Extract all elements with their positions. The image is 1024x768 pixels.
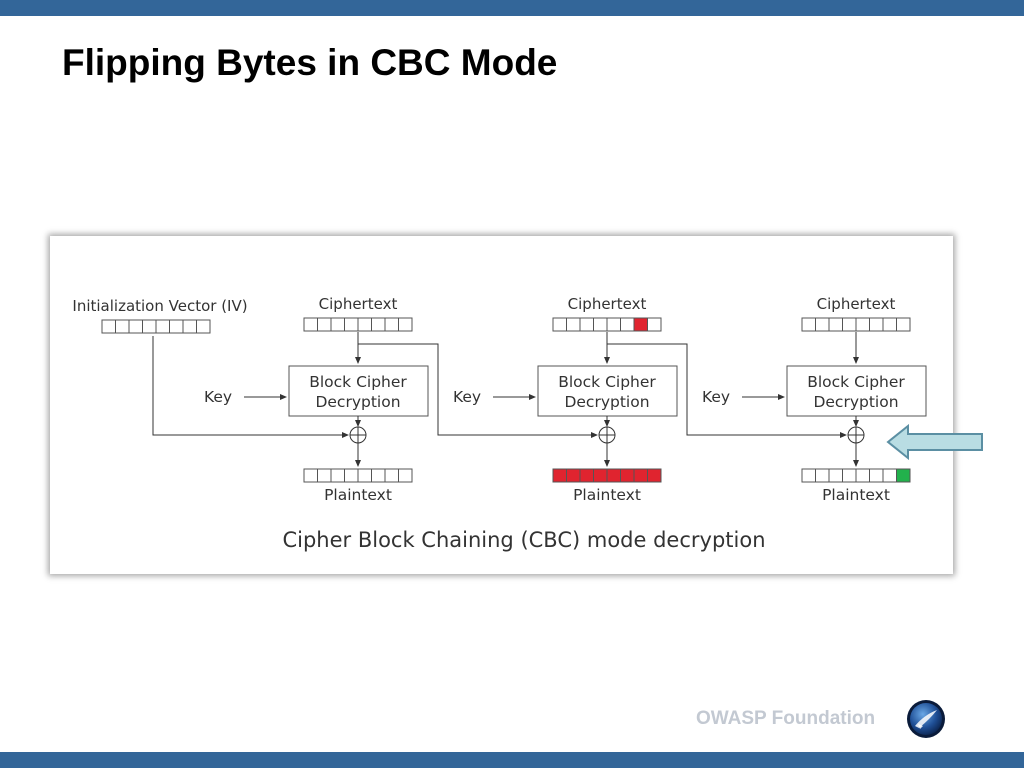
key-label: Key bbox=[204, 388, 232, 406]
plaintext-cells-2-cell bbox=[593, 468, 608, 483]
plaintext-cells-2-cell bbox=[606, 468, 621, 483]
ciphertext-cells-2-cell bbox=[566, 317, 581, 332]
ciphertext-label: Ciphertext bbox=[568, 295, 647, 313]
arrow-iv-to-xor bbox=[152, 336, 349, 438]
block-cipher-label: Block Cipher bbox=[309, 373, 407, 391]
plaintext-cells-3-cell bbox=[815, 468, 830, 483]
iv-cells-cell bbox=[169, 319, 184, 334]
ciphertext-cells-1-cell bbox=[344, 317, 359, 332]
ciphertext-cells-2-cell bbox=[593, 317, 608, 332]
block-cipher-label: Decryption bbox=[813, 393, 898, 411]
bottom-bar bbox=[0, 752, 1024, 768]
plaintext-cells-2-cell bbox=[552, 468, 567, 483]
ciphertext-cells-1-cell bbox=[371, 317, 386, 332]
plaintext-cells-3-cell bbox=[882, 468, 897, 483]
key-label: Key bbox=[702, 388, 730, 406]
arrow-ct1-to-xor2 bbox=[358, 343, 598, 438]
plaintext-label: Plaintext bbox=[573, 486, 641, 504]
plaintext-cells-2 bbox=[552, 468, 662, 483]
plaintext-cells-1-cell bbox=[330, 468, 345, 483]
xor-icon bbox=[847, 426, 865, 444]
ciphertext-cells-2-cell bbox=[552, 317, 567, 332]
ciphertext-cells-3-cell bbox=[896, 317, 911, 332]
plaintext-cells-1-cell bbox=[303, 468, 318, 483]
block-cipher-label: Decryption bbox=[315, 393, 400, 411]
ciphertext-cells-1-cell bbox=[357, 317, 372, 332]
ciphertext-cells-1-cell bbox=[330, 317, 345, 332]
iv-cells-cell bbox=[196, 319, 211, 334]
ciphertext-cells-3-cell bbox=[801, 317, 816, 332]
ciphertext-cells-2-cell bbox=[633, 317, 648, 332]
plaintext-cells-3-cell bbox=[801, 468, 816, 483]
xor-icon bbox=[349, 426, 367, 444]
top-bar bbox=[0, 0, 1024, 16]
plaintext-cells-2-cell bbox=[647, 468, 662, 483]
ciphertext-cells-2-cell bbox=[579, 317, 594, 332]
block-cipher-label: Block Cipher bbox=[807, 373, 905, 391]
ciphertext-cells-3-cell bbox=[828, 317, 843, 332]
diagram-caption: Cipher Block Chaining (CBC) mode decrypt… bbox=[282, 528, 765, 552]
iv-cells-cell bbox=[182, 319, 197, 334]
plaintext-cells-1-cell bbox=[384, 468, 399, 483]
ciphertext-cells-2-cell bbox=[647, 317, 662, 332]
plaintext-cells-3-cell bbox=[896, 468, 911, 483]
plaintext-cells-3-cell bbox=[869, 468, 884, 483]
iv-label: Initialization Vector (IV) bbox=[72, 297, 247, 315]
owasp-logo-icon bbox=[907, 700, 945, 738]
block-cipher-box bbox=[786, 365, 927, 417]
ciphertext-cells-3-cell bbox=[842, 317, 857, 332]
plaintext-cells-1-cell bbox=[371, 468, 386, 483]
ciphertext-cells-1 bbox=[303, 317, 413, 332]
plaintext-label: Plaintext bbox=[822, 486, 890, 504]
key-label: Key bbox=[453, 388, 481, 406]
block-cipher-label: Block Cipher bbox=[558, 373, 656, 391]
iv-cells-cell bbox=[155, 319, 170, 334]
plaintext-label: Plaintext bbox=[324, 486, 392, 504]
plaintext-cells-2-cell bbox=[620, 468, 635, 483]
plaintext-cells-2-cell bbox=[633, 468, 648, 483]
footer-owasp: OWASP Foundation bbox=[696, 708, 876, 729]
plaintext-cells-1-cell bbox=[317, 468, 332, 483]
plaintext-cells-3-cell bbox=[842, 468, 857, 483]
plaintext-cells-2-cell bbox=[579, 468, 594, 483]
iv-cells-cell bbox=[115, 319, 130, 334]
ciphertext-cells-3-cell bbox=[855, 317, 870, 332]
iv-cells-cell bbox=[142, 319, 157, 334]
ciphertext-cells-2-cell bbox=[606, 317, 621, 332]
xor-icon bbox=[598, 426, 616, 444]
ciphertext-cells-3-cell bbox=[815, 317, 830, 332]
cbc-diagram-svg: Initialization Vector (IV) CiphertextBloc… bbox=[72, 295, 927, 552]
plaintext-cells-3-cell bbox=[828, 468, 843, 483]
plaintext-cells-1 bbox=[303, 468, 413, 483]
iv-cells bbox=[101, 319, 211, 334]
ciphertext-cells-2 bbox=[552, 317, 662, 332]
ciphertext-cells-3-cell bbox=[869, 317, 884, 332]
ciphertext-cells-1-cell bbox=[398, 317, 413, 332]
ciphertext-cells-1-cell bbox=[317, 317, 332, 332]
plaintext-cells-2-cell bbox=[566, 468, 581, 483]
slide-title: Flipping Bytes in CBC Mode bbox=[62, 42, 558, 83]
ciphertext-cells-2-cell bbox=[620, 317, 635, 332]
ciphertext-cells-1-cell bbox=[303, 317, 318, 332]
plaintext-cells-3-cell bbox=[855, 468, 870, 483]
plaintext-cells-1-cell bbox=[344, 468, 359, 483]
ciphertext-label: Ciphertext bbox=[319, 295, 398, 313]
block-cipher-box bbox=[537, 365, 678, 417]
plaintext-cells-3 bbox=[801, 468, 911, 483]
block-cipher-label: Decryption bbox=[564, 393, 649, 411]
ciphertext-label: Ciphertext bbox=[817, 295, 896, 313]
plaintext-cells-1-cell bbox=[398, 468, 413, 483]
plaintext-cells-1-cell bbox=[357, 468, 372, 483]
arrow-ct2-to-xor3 bbox=[607, 343, 847, 438]
pointer-arrow-icon bbox=[886, 424, 983, 460]
ciphertext-cells-3-cell bbox=[882, 317, 897, 332]
iv-cells-cell bbox=[101, 319, 116, 334]
iv-cells-cell bbox=[128, 319, 143, 334]
ciphertext-cells-1-cell bbox=[384, 317, 399, 332]
ciphertext-cells-3 bbox=[801, 317, 911, 332]
